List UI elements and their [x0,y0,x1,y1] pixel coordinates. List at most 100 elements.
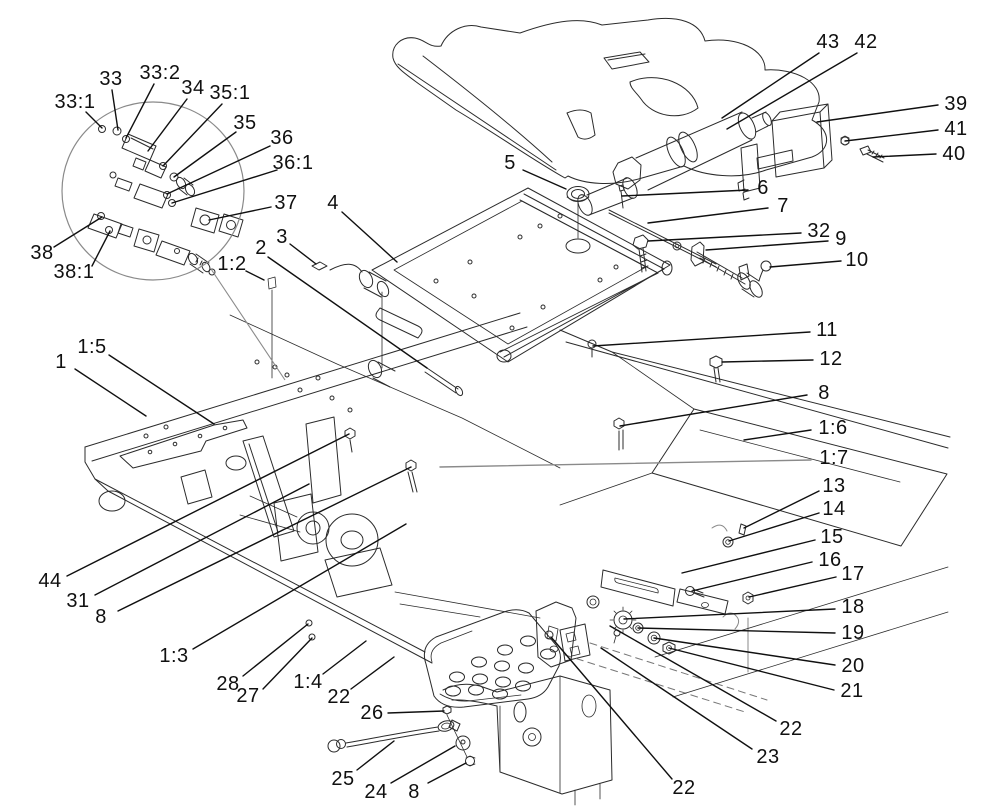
callout-31: 31 [66,590,90,612]
callout-14: 14 [822,498,846,520]
detail-circle-pointer [210,268,286,381]
callout-34: 34 [181,77,205,99]
detail-circle-drawing [87,125,244,276]
callout-25: 25 [331,768,355,790]
leader-line-38 [53,216,103,248]
leader-line-33 [111,89,119,131]
leader-line-40 [872,153,937,158]
leader-line-32 [647,232,802,242]
callout-22: 22 [327,686,351,708]
callout-8: 8 [408,781,420,803]
leader-line-35:1 [162,103,223,167]
leader-line-8 [427,762,467,784]
callout-39: 39 [944,93,968,115]
leader-line-44 [66,433,350,577]
callout-33:1: 33:1 [54,91,96,113]
callout-33: 33 [99,68,123,90]
callout-12: 12 [819,348,843,370]
leader-line-33:1 [85,111,103,129]
leader-line-25 [356,740,395,771]
callout-1:3: 1:3 [159,645,189,667]
right-panel-drawing [559,329,951,548]
callout-11: 11 [816,319,838,341]
leader-line-36 [166,145,271,195]
leader-line-1:7 [439,459,812,468]
leader-line-22 [350,656,395,690]
callout-22: 22 [779,718,803,740]
leader-line-13 [743,490,820,529]
leader-line-19 [637,627,836,634]
callout-15: 15 [820,526,844,548]
leader-line-16 [691,561,813,592]
leader-line-22 [550,636,673,780]
leader-line-33:2 [125,83,155,139]
leader-line-21 [668,647,835,691]
leader-line-1:3 [192,523,407,650]
callout-7: 7 [777,195,789,217]
callout-8: 8 [95,606,107,628]
leader-line-36:1 [171,169,278,204]
leader-line-41 [844,129,939,142]
leader-line-1:6 [743,429,812,441]
leader-line-23 [600,647,753,750]
leader-line-14 [728,512,820,542]
leader-line-8 [619,394,808,427]
callout-38:1: 38:1 [53,261,95,283]
seat-base-drawing [392,17,828,185]
leader-line-38:1 [91,230,111,267]
callout-33:2: 33:2 [139,62,181,84]
callout-1:5: 1:5 [77,336,107,358]
callout-1:6: 1:6 [818,417,848,439]
leader-line-4 [341,211,398,263]
callout-22: 22 [672,777,696,799]
callout-2: 2 [255,237,267,259]
leader-line-42 [726,52,858,130]
callout-1:2: 1:2 [217,253,247,275]
callout-38: 38 [30,242,54,264]
leader-line-18 [623,608,836,620]
callout-36: 36 [270,127,294,149]
leader-line-26 [387,710,445,714]
callout-24: 24 [364,781,388,803]
leader-line-43 [721,52,820,119]
callout-26: 26 [360,702,384,724]
footwell-bracket-drawing [442,675,613,806]
callout-28: 28 [216,673,240,695]
fuel-tray-drawing [371,186,723,383]
callout-9: 9 [835,228,847,250]
callout-37: 37 [274,192,298,214]
leader-line-27 [262,637,313,690]
leader-line-22 [609,625,777,722]
leader-line-17 [748,576,837,598]
lanyard-drawing [327,705,476,767]
callout-5: 5 [504,152,516,174]
leader-line-39 [816,104,939,123]
callout-3: 3 [276,226,288,248]
leader-line-12 [721,359,814,363]
leader-line-20 [653,637,836,666]
callout-1: 1 [55,351,67,373]
callout-17: 17 [841,563,865,585]
leader-line-1:2 [245,270,265,281]
leader-line-6 [621,189,749,197]
callout-35:1: 35:1 [209,82,251,104]
callout-20: 20 [841,655,865,677]
leader-line-28 [242,623,309,677]
callout-32: 32 [807,220,831,242]
callout-42: 42 [854,31,878,53]
callout-13: 13 [822,475,846,497]
callout-21: 21 [840,680,864,702]
leader-line-37 [208,206,272,221]
leader-line-3 [289,243,317,265]
callout-41: 41 [944,118,968,140]
leader-line-11 [592,331,811,347]
leader-line-1:5 [108,354,215,425]
callout-35: 35 [233,112,257,134]
callout-6: 6 [757,177,769,199]
callout-8: 8 [818,382,830,404]
leader-line-10 [769,260,842,268]
leader-line-1:4 [322,640,367,675]
